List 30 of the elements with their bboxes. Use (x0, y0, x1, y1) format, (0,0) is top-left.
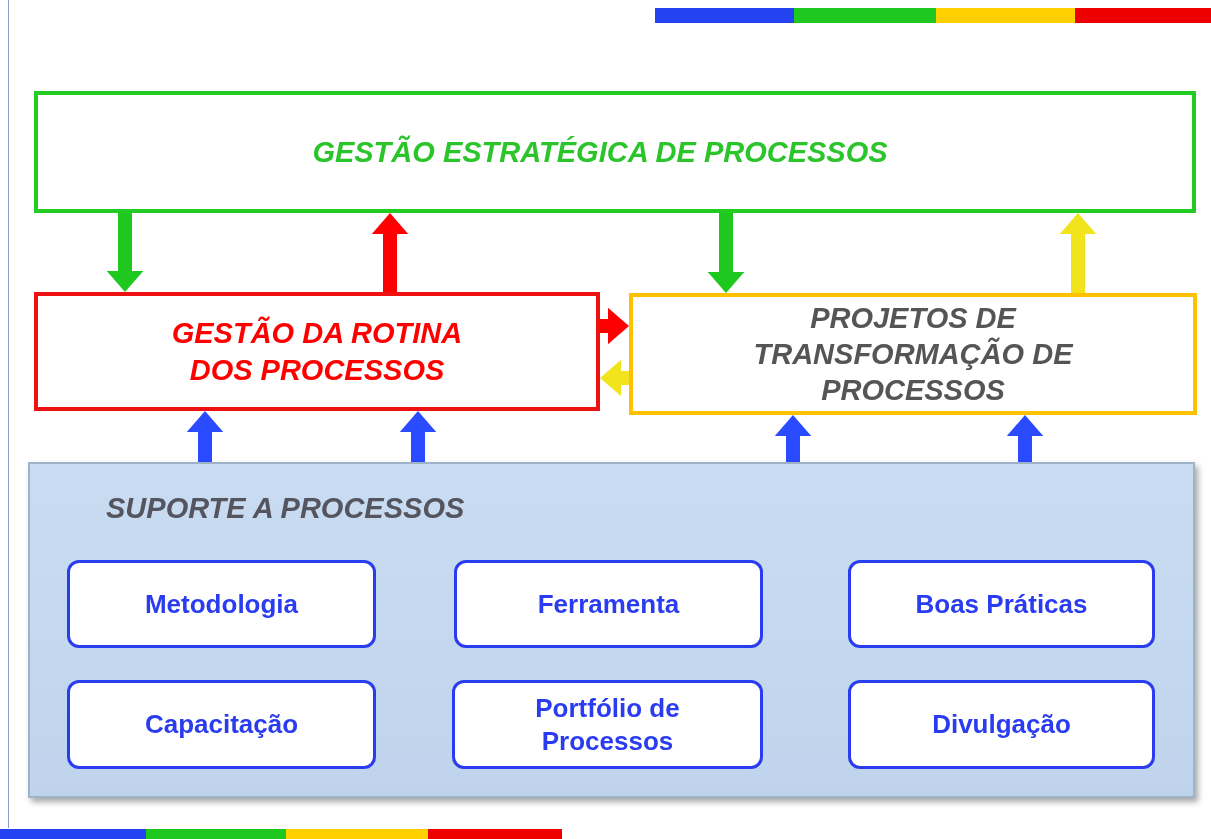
block-arrow (186, 411, 224, 462)
block-arrow (1006, 415, 1044, 462)
block-arrow (707, 213, 745, 293)
box-label: SUPORTE A PROCESSOS (106, 491, 465, 526)
block-arrow (600, 359, 629, 397)
support-item-box (848, 680, 1155, 769)
support-item-box (67, 560, 376, 648)
strategic-box (34, 91, 1196, 213)
box-label: GESTÃO DA ROTINA DOS PROCESSOS (170, 315, 464, 388)
block-arrow (600, 307, 629, 345)
block-arrow (399, 411, 437, 462)
box-label: Ferramenta (537, 587, 680, 621)
box-label: Portfólio de Processos (534, 692, 681, 757)
support-item-box (67, 680, 376, 769)
box-label: Boas Práticas (915, 587, 1088, 621)
support-panel (28, 462, 1195, 798)
box-label: Divulgação (932, 708, 1071, 741)
box-label: Capacitação (144, 708, 299, 741)
support-item-box (848, 560, 1155, 648)
block-arrow (774, 415, 812, 462)
project-box (629, 293, 1197, 415)
box-label: PROJETOS DE TRANSFORMAÇÃO DE PROCESSOS (752, 300, 1075, 409)
support-item-box (454, 560, 763, 648)
support-item-box (452, 680, 763, 769)
block-arrow (106, 213, 144, 292)
block-arrow (1059, 213, 1097, 293)
routine-box (34, 292, 600, 411)
box-label: Metodologia (144, 587, 299, 621)
block-arrow (371, 213, 409, 292)
box-label: GESTÃO ESTRATÉGICA DE PROCESSOS (312, 134, 888, 170)
